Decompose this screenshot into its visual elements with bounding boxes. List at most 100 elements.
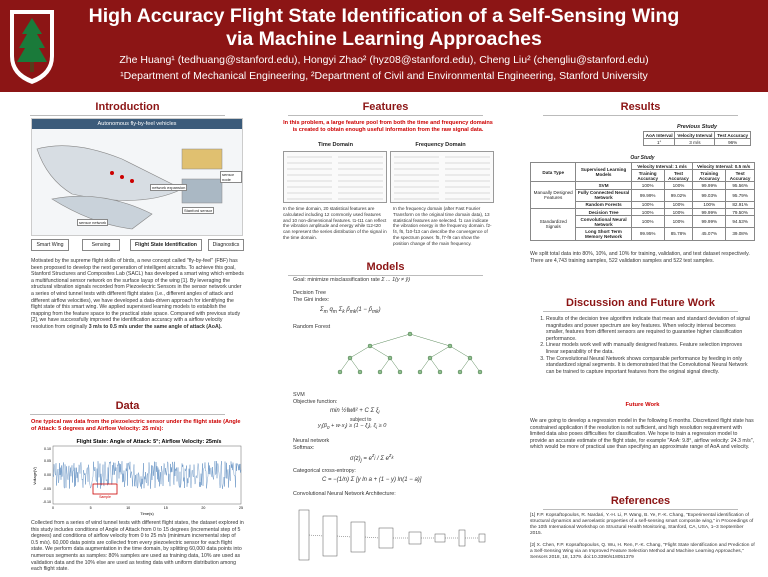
gini-formula: Σm qm Σk p̂mk(1 − p̂mk): [320, 307, 381, 316]
tree-edge: [379, 357, 391, 373]
models-title: Models: [288, 258, 483, 276]
objective-label: Objective function:: [293, 399, 338, 405]
our-header-05ms: Velocity Interval: 0.5 m/s: [692, 161, 755, 171]
features-caption: In this problem, a large feature pool fr…: [283, 120, 493, 133]
tree-edge: [349, 345, 371, 359]
cell: 39.08%: [725, 227, 755, 241]
previous-study-title: Previous Study: [676, 124, 718, 130]
prev-aoa: 1°: [642, 138, 676, 147]
our-header-data-type: Data Type: [529, 161, 577, 183]
goal-text: Goal: minimize misclassification rate: [293, 277, 380, 283]
prev-velocity: 3 m/s: [674, 138, 716, 147]
cnn-layer: [322, 515, 338, 557]
cell: 79.50%: [725, 207, 755, 217]
cell: 82.91%: [725, 200, 755, 209]
tree-node: [337, 369, 343, 375]
cross-entropy-label: Categorical cross-entropy:: [293, 468, 356, 474]
intro-body: Motivated by the supreme flight skills o…: [31, 258, 244, 331]
label-sensor-network: sensor network: [77, 219, 109, 226]
neural-network-label: Neural network: [293, 438, 330, 444]
tree-edge: [429, 345, 451, 359]
our-header-model: Supervised Learning Models: [575, 161, 632, 183]
decision-tree-label: Decision Tree: [293, 290, 326, 296]
cell: 100%: [630, 200, 665, 209]
tree-node: [467, 355, 473, 361]
our-study-title: Our Study: [630, 155, 655, 161]
random-forest-diagram: [337, 331, 483, 375]
sub-header-test-1: Test Accuracy: [663, 169, 694, 183]
table-row: Fully Connected Neural Network 99.99% 99…: [531, 188, 755, 202]
list-item: Results of the decision tree algorithm i…: [546, 316, 755, 342]
model-name: Decision Tree: [575, 207, 632, 217]
tree-node: [427, 355, 433, 361]
cnn-layer: [478, 533, 486, 543]
softmax-formula: σ(z)j = ezj / Σ ezk: [350, 453, 394, 465]
x-tick-2: 10: [126, 506, 130, 510]
cnn-layer: [350, 521, 366, 553]
intro-figure: Autonomous fly-by-feel vehicles network …: [31, 118, 243, 236]
wing-illustration: [36, 145, 223, 230]
prev-header-accuracy: Test Accuracy: [714, 130, 751, 140]
previous-study-table: AoA Interval Velocity Interval Test Accu…: [642, 130, 751, 147]
x-tick-3: 15: [164, 506, 168, 510]
cnn-layer: [434, 533, 446, 543]
nav-smart-wing: Smart Wing: [31, 239, 69, 251]
svm-constraint-formula: yi(β0 + w·xi) ≥ (1 − ξi), ξi ≥ 0: [318, 423, 387, 431]
data-title: Data: [30, 397, 225, 415]
x-tick-1: 5: [90, 506, 92, 510]
data-type-manual: Manually Designed Features: [529, 181, 577, 209]
cell: 99.99%: [692, 181, 727, 190]
our-header-1ms: Velocity Interval: 1 m/s: [630, 161, 694, 171]
random-forest-label: Random Forest: [293, 324, 331, 330]
y-tick-2: 0.00: [44, 473, 51, 477]
y-tick-1: 0.05: [44, 459, 51, 463]
cell: 99.99%: [692, 215, 727, 229]
intro-body-text: Motivated by the supreme flight skills o…: [31, 258, 244, 330]
annotation-sample: Sample: [99, 495, 111, 499]
future-work-body: We are going to develop a regression mod…: [530, 418, 755, 451]
x-tick-4: 20: [201, 506, 205, 510]
subject-to-label: subject to: [350, 417, 372, 423]
tree-node: [407, 331, 413, 337]
cell: 99.03%: [692, 188, 727, 202]
cnn-layer: [458, 529, 466, 547]
tree-edge: [459, 357, 471, 373]
y-axis-label: Voltage(V): [33, 466, 37, 484]
time-feature-formulas: [287, 156, 383, 200]
cnn-layer: [408, 531, 422, 545]
prev-accuracy: 96%: [714, 138, 751, 147]
cell: 100%: [663, 181, 694, 190]
model-name: Fully Connected Neural Network: [575, 188, 632, 202]
prev-header-aoa: AoA Interval: [642, 130, 676, 140]
discussion-title: Discussion and Future Work: [543, 294, 738, 312]
time-domain-heading: Time Domain: [317, 142, 354, 148]
tree-edge: [449, 345, 471, 359]
data-caption: One typical raw data from the piezoelect…: [31, 419, 241, 432]
tree-node: [437, 369, 443, 375]
table-row: Standardized Signals Decision Tree 100% …: [529, 207, 755, 241]
freq-domain-note: In the frequency domain (after Fast Four…: [393, 206, 492, 246]
signal-trace: [52, 460, 242, 489]
cell: 95.79%: [725, 188, 755, 202]
tree-node: [347, 355, 353, 361]
cell: 45.07%: [692, 227, 727, 241]
table-row: Manually Designed Features SVM 100% 100%…: [529, 181, 755, 209]
tree-node: [367, 343, 373, 349]
cell: 99.95%: [630, 227, 665, 241]
data-body: Collected from a series of wind tunnel t…: [31, 520, 244, 573]
svm-label: SVM: [293, 392, 305, 398]
tree-edge: [409, 333, 451, 347]
models-goal: Goal: minimize misclassification rate Σ …: [293, 277, 411, 283]
freq-domain-feature-table: [390, 151, 494, 203]
label-sensor-node: sensor node: [220, 171, 242, 183]
model-name: Convolutional Neural Network: [575, 215, 632, 229]
intro-banner: Autonomous fly-by-feel vehicles: [32, 119, 242, 129]
cell: 95.56%: [725, 181, 755, 190]
x-tick-0: 0: [52, 506, 54, 510]
tree-node: [457, 369, 463, 375]
cell: 94.53%: [725, 215, 755, 229]
cell: 99.99%: [692, 207, 727, 217]
cell: 100%: [630, 215, 665, 229]
y-tick-4: -0.10: [43, 500, 51, 504]
cell: 99.02%: [663, 188, 694, 202]
